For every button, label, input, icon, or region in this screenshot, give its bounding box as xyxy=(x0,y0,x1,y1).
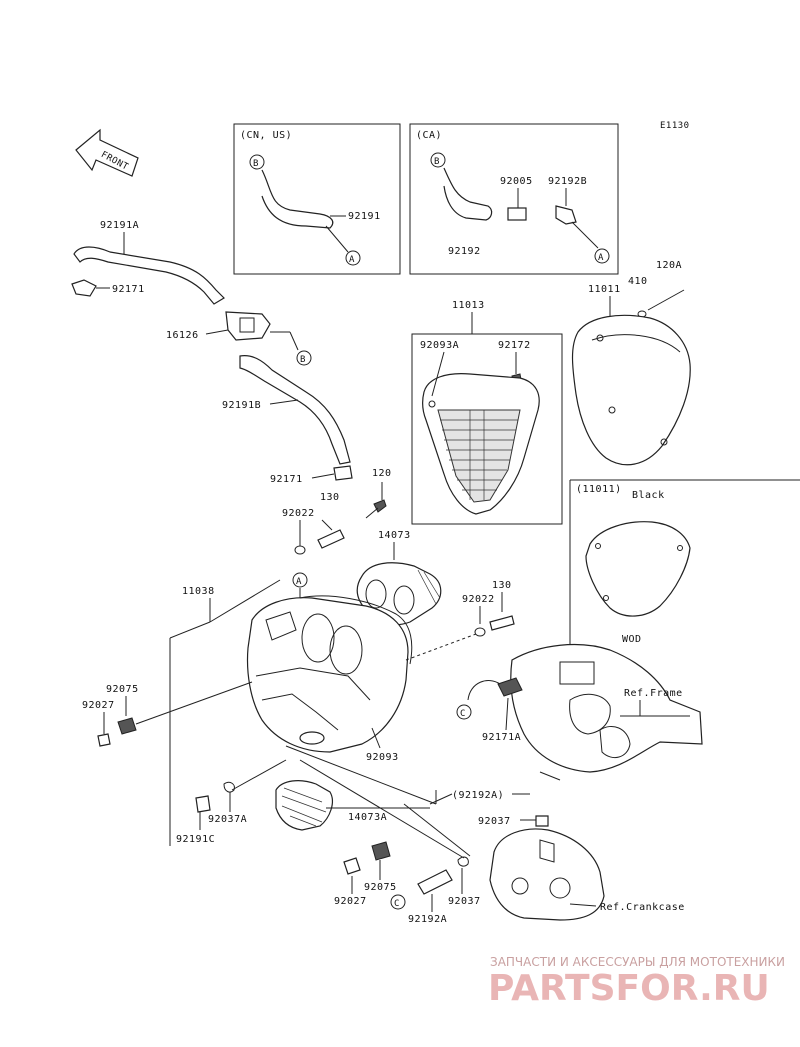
hose-92191a: 92191A 92171 xyxy=(71,220,225,305)
callout-92192a-right: (92192A) xyxy=(452,790,504,801)
callout-92037-bottom: 92037 xyxy=(448,896,481,907)
marker-a: A xyxy=(296,577,302,587)
callout-11011: 11011 xyxy=(588,284,621,295)
fasteners-upper: 120 130 92022 xyxy=(282,468,392,555)
variant-black-label: Black xyxy=(632,490,665,501)
callout-92192b: 92192B xyxy=(548,176,587,187)
callout-120a: 120A xyxy=(656,260,682,271)
variant-cn-us-label: (CN, US) xyxy=(240,130,292,141)
callout-92171-top: 92171 xyxy=(112,284,145,295)
marker-a: A xyxy=(598,253,604,263)
callout-92037a: 92037A xyxy=(208,814,247,825)
callout-92022-top: 92022 xyxy=(282,508,315,519)
callout-130-top: 130 xyxy=(320,492,340,503)
callout-16126: 16126 xyxy=(166,330,199,341)
callout-92075-bottom: 92075 xyxy=(364,882,397,893)
variant-black-code: WOD xyxy=(622,634,642,645)
variant-box-cn-us: (CN, US) B 92191 A xyxy=(233,123,401,275)
watermark-logo: ЗАПЧАСТИ И АКСЕССУАРЫ ДЛЯ МОТОТЕХНИКИ PA… xyxy=(488,955,785,1009)
ref-crankcase-label: Ref.Crankcase xyxy=(600,902,685,913)
air-filter-11013: 11013 92093A 92172 xyxy=(411,300,563,525)
callout-92191c: 92191C xyxy=(176,834,215,845)
marker-b: B xyxy=(253,159,259,169)
callout-92075-left: 92075 xyxy=(106,684,139,695)
callout-11013: 11013 xyxy=(452,300,485,311)
marker-b: B xyxy=(300,355,306,365)
valve-16126: 16126 B xyxy=(166,311,312,366)
housing-11038: 11038 A 92093 xyxy=(169,572,437,846)
callout-92005: 92005 xyxy=(500,176,533,187)
marker-c: C xyxy=(460,709,466,719)
lower-parts-center: 92075 92027 C 92192A 92037 xyxy=(299,759,481,925)
callout-14073: 14073 xyxy=(378,530,411,541)
cover-11011: 120A 410 11011 xyxy=(571,260,691,466)
callout-120: 120 xyxy=(372,468,392,479)
crankcase-reference: (92192A) 92037 Ref.Crankcase xyxy=(429,790,685,921)
callout-92192: 92192 xyxy=(448,246,481,257)
callout-92027-bottom: 92027 xyxy=(334,896,367,907)
front-arrow-icon: FRONT xyxy=(75,128,139,177)
ref-frame-label: Ref.Frame xyxy=(624,688,683,699)
callout-92171a: 92171A xyxy=(482,732,521,743)
callout-92093a: 92093A xyxy=(420,340,459,351)
callout-92027-left: 92027 xyxy=(82,700,115,711)
fasteners-right: 92022 130 xyxy=(405,580,515,661)
variant-ca-label: (CA) xyxy=(416,130,442,141)
callout-92172: 92172 xyxy=(498,340,531,351)
callout-92191b: 92191B xyxy=(222,400,261,411)
callout-410: 410 xyxy=(628,276,648,287)
callout-92191: 92191 xyxy=(348,211,381,222)
hose-92191b: 92191B 92171 xyxy=(222,355,353,485)
variant-black-part: (11011) xyxy=(576,484,622,495)
watermark-tagline: ЗАПЧАСТИ И АКСЕССУАРЫ ДЛЯ МОТОТЕХНИКИ xyxy=(490,955,785,969)
callout-92022-right: 92022 xyxy=(462,594,495,605)
callout-92171-mid: 92171 xyxy=(270,474,303,485)
callout-92191a: 92191A xyxy=(100,220,139,231)
callout-130-right: 130 xyxy=(492,580,512,591)
callout-11038: 11038 xyxy=(182,586,215,597)
marker-b: B xyxy=(434,157,440,167)
marker-c: C xyxy=(394,899,400,909)
lower-parts-left: 92191C 92037A 14073A xyxy=(176,759,430,845)
variant-box-black: (11011) Black WOD xyxy=(569,479,800,645)
frame-reference: Ref.Frame C 92171A xyxy=(456,643,703,781)
fasteners-left: 92075 92027 xyxy=(82,681,253,747)
callout-14073a: 14073A xyxy=(348,812,387,823)
diagram-code: E1130 xyxy=(660,121,690,131)
callout-92037-right: 92037 xyxy=(478,816,511,827)
variant-box-ca: (CA) B 92005 92192B 92192 A xyxy=(409,123,619,275)
marker-a: A xyxy=(349,255,355,265)
callout-92192a-bottom: 92192A xyxy=(408,914,447,925)
watermark-brand: PARTSFOR.RU xyxy=(488,968,770,1009)
callout-92093: 92093 xyxy=(366,752,399,763)
